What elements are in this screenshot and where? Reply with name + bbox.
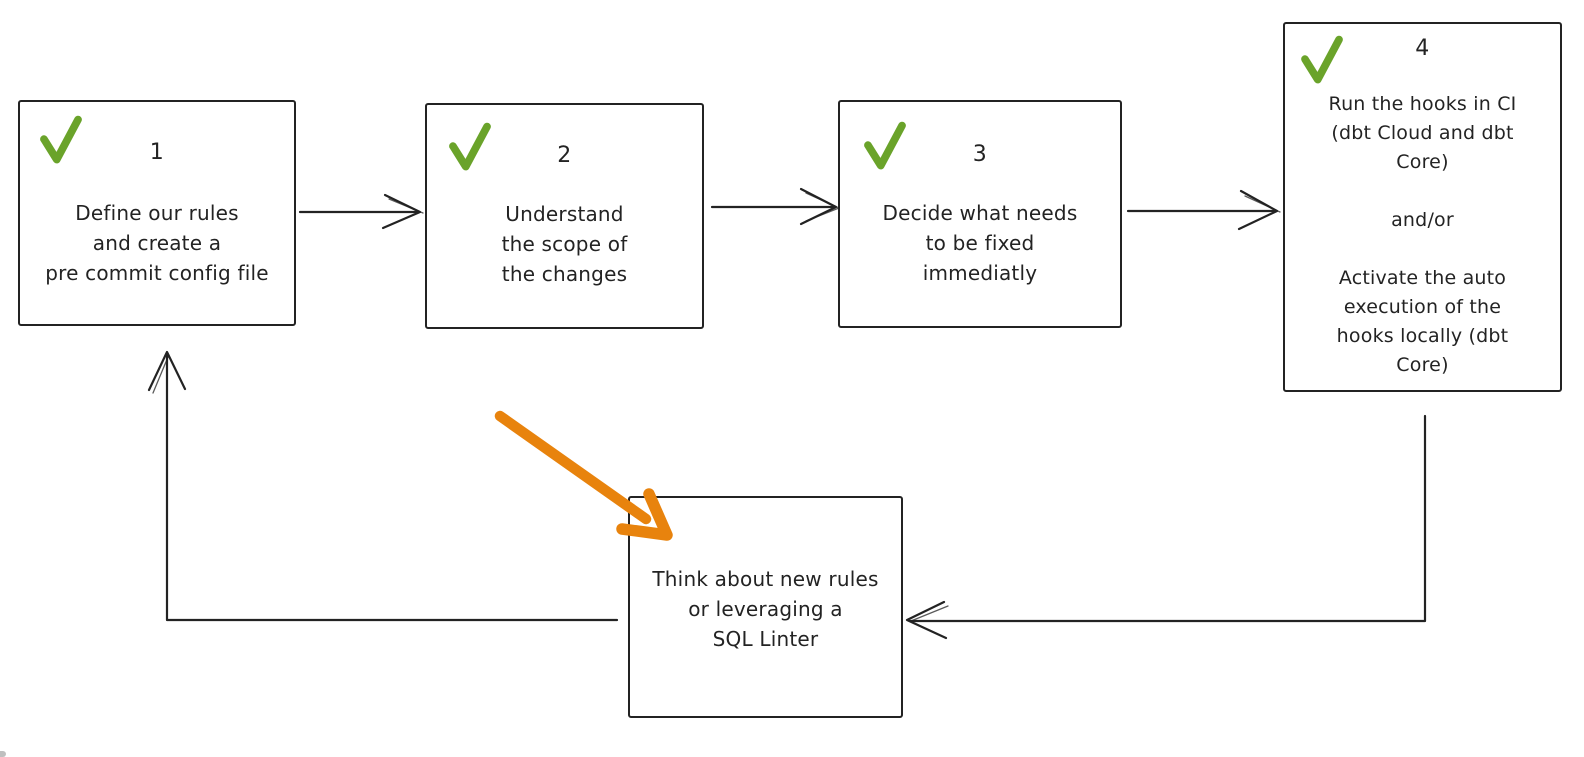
step-number: 4 <box>1415 36 1430 61</box>
arrow-step2-to-step3 <box>710 187 840 226</box>
arrow-step1-to-step2 <box>298 193 424 230</box>
loop-box-text: Think about new rules or leveraging a SQ… <box>652 567 879 651</box>
check-icon <box>449 122 491 171</box>
arrow-step3-to-step4 <box>1126 189 1281 231</box>
step-number: 2 <box>557 143 572 168</box>
step-box-4: 4 Run the hooks in CI (dbt Cloud and dbt… <box>1283 22 1562 392</box>
screen-artifact <box>0 751 6 757</box>
check-icon <box>864 121 906 170</box>
arrow-step4-to-loop-box <box>905 414 1427 640</box>
step-box-3: 3 Decide what needs to be fixed immediat… <box>838 100 1122 328</box>
check-icon <box>40 115 82 164</box>
step-text: Decide what needs to be fixed immediatly <box>882 201 1078 285</box>
step-text: Understand the scope of the changes <box>501 202 628 286</box>
arrow-loop-box-to-step1 <box>147 350 619 622</box>
step-text: Run the hooks in CI (dbt Cloud and dbt C… <box>1328 93 1517 376</box>
step-box-2: 2 Understand the scope of the changes <box>425 103 704 329</box>
step-number: 3 <box>972 142 988 167</box>
step-number: 1 <box>149 140 165 165</box>
check-icon <box>1301 35 1343 84</box>
step-box-1: 1 Define our rules and create a pre comm… <box>18 100 296 326</box>
loop-box: Think about new rules or leveraging a SQ… <box>628 496 903 718</box>
step-text: Define our rules and create a pre commit… <box>45 201 269 285</box>
